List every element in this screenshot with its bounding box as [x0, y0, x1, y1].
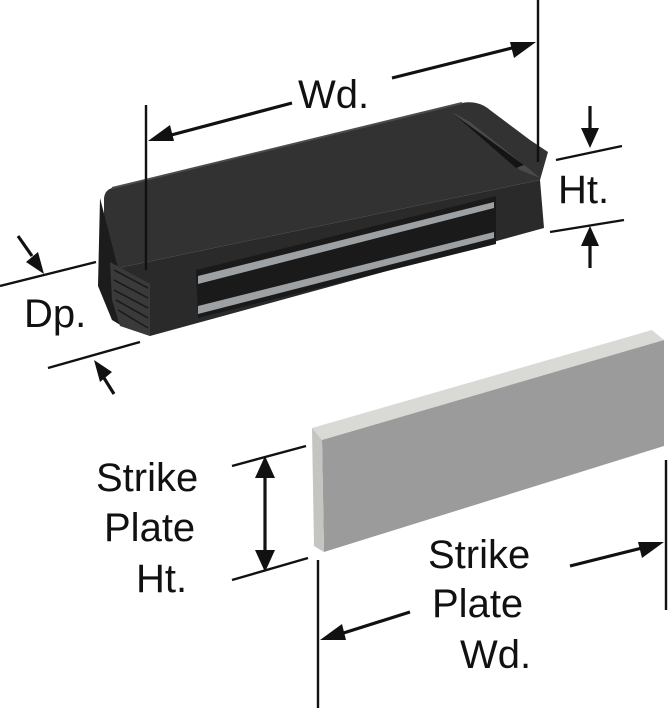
strike-width-dimension: Strike Plate Wd.	[316, 460, 668, 708]
width-label: Wd.	[298, 73, 369, 117]
strike-height-dimension: Strike Plate Ht.	[96, 444, 309, 601]
height-label: Ht.	[558, 168, 609, 212]
catch-latch-notch	[455, 115, 524, 168]
depth-dimension: Dp.	[0, 235, 141, 395]
strike-height-arrow-top	[255, 456, 275, 478]
strike-width-label-line1: Strike	[428, 533, 530, 577]
steel-strip-bottom	[198, 232, 494, 314]
strike-width-arrow-left	[320, 624, 346, 640]
depth-extension-bottom	[47, 340, 141, 370]
strike-width-arrow-right	[638, 542, 664, 558]
height-arrow-bottom	[581, 226, 599, 246]
strike-width-label-line2: Plate	[432, 582, 523, 626]
depth-arrow-bottom	[94, 360, 112, 382]
depth-arrow-top	[26, 252, 44, 274]
width-dimension: Wd.	[144, 0, 540, 270]
strike-width-dimension-line-left	[333, 610, 411, 638]
strike-height-extension-top	[231, 444, 307, 468]
strike-height-extension-bottom	[231, 556, 309, 582]
width-arrow-right	[510, 42, 536, 58]
depth-extension-top	[0, 260, 97, 288]
height-extension-top	[555, 144, 623, 162]
catch-top-face	[104, 102, 548, 268]
strike-height-label-line2: Plate	[104, 506, 195, 550]
foot-ridges	[113, 269, 149, 329]
strike-height-label-line3: Ht.	[136, 557, 187, 601]
steel-strip-top	[198, 202, 494, 284]
depth-dimension-line-bottom	[102, 377, 116, 395]
height-dimension: Ht.	[549, 106, 625, 268]
strike-width-dimension-line-right	[569, 544, 651, 568]
width-dimension-line-right	[391, 44, 521, 80]
magnetic-catch	[98, 102, 548, 336]
strike-plate-end	[312, 428, 324, 552]
catch-top-highlight	[111, 102, 463, 189]
strike-plate-top-edge	[312, 330, 664, 440]
strike-plate	[312, 330, 664, 552]
depth-label: Dp.	[24, 292, 86, 336]
height-arrow-top	[581, 128, 599, 148]
height-extension-bottom	[549, 218, 625, 234]
depth-dimension-line-top	[16, 235, 34, 257]
width-arrow-left	[148, 125, 174, 141]
strike-plate-face	[322, 340, 664, 552]
strike-width-label-line3: Wd.	[460, 633, 531, 677]
width-dimension-line-left	[159, 101, 293, 140]
strike-height-arrow-bottom	[255, 550, 275, 572]
strike-height-label-line1: Strike	[96, 456, 198, 500]
